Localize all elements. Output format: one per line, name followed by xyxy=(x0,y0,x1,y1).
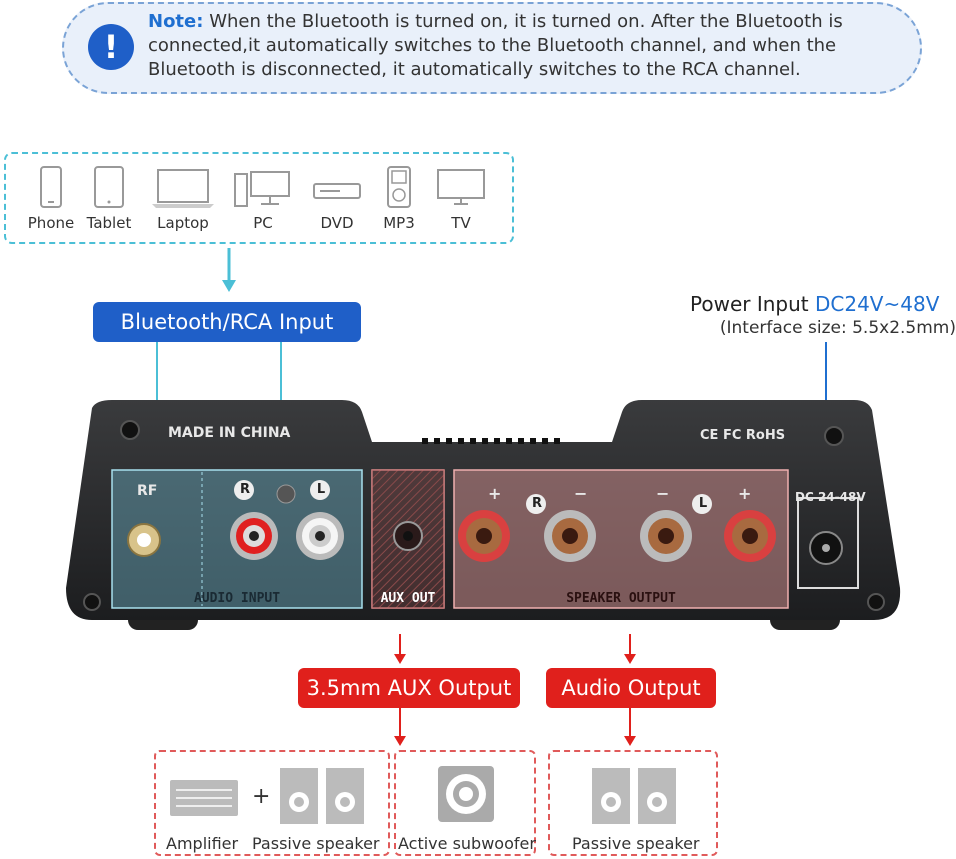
arrow-down-icon xyxy=(222,248,236,292)
dc-rating-label: DC 24-48V xyxy=(795,490,866,504)
device-pc: PC xyxy=(228,166,298,232)
speaker-r-label: R xyxy=(531,496,542,511)
amplifier-speakers-box: + Amplifier Passive speaker xyxy=(154,750,390,856)
amplifier-label: Amplifier xyxy=(166,834,239,853)
device-label: Laptop xyxy=(157,214,209,232)
minus-sign-r: − xyxy=(574,484,588,503)
device-label: PC xyxy=(253,214,273,232)
dvd-icon xyxy=(313,183,361,199)
power-title: Power Input xyxy=(690,292,809,316)
audio-output-label: Audio Output xyxy=(546,668,716,708)
power-interface: (Interface size: 5.5x2.5mm) xyxy=(719,318,956,338)
rca-l-label: L xyxy=(316,482,326,497)
input-label: Bluetooth/RCA Input xyxy=(93,302,361,342)
aux-output-label: 3.5mm AUX Output xyxy=(298,668,520,708)
device-phone: Phone xyxy=(16,166,86,232)
laptop-icon xyxy=(152,169,214,208)
aux-out-label: AUX OUT xyxy=(380,591,436,606)
certification-marks: CE FC RoHS xyxy=(700,428,786,443)
subwoofer-icon xyxy=(438,766,494,822)
device-label: TV xyxy=(451,214,471,232)
passive-speaker-label: Passive speaker xyxy=(252,834,380,853)
amplifier-icon xyxy=(170,780,238,816)
amplifier-rear-panel xyxy=(66,400,901,630)
active-subwoofer-label: Active subwoofer xyxy=(398,834,536,853)
note-box xyxy=(62,2,922,94)
rca-r-label: R xyxy=(239,482,250,497)
device-label: DVD xyxy=(320,214,354,232)
pc-icon xyxy=(234,171,290,207)
plus-sign: + xyxy=(252,784,271,809)
note-label: Note: xyxy=(148,11,204,32)
audio-input-label: AUDIO INPUT xyxy=(193,591,281,606)
tablet-icon xyxy=(94,166,124,208)
plus-sign-r: + xyxy=(488,484,502,503)
passive-speakers-box: Passive speaker xyxy=(548,750,718,856)
passive-speaker-icon xyxy=(592,768,676,824)
rf-label: RF xyxy=(137,483,158,499)
source-devices-box: Phone Tablet Laptop PC DVD MP3 TV xyxy=(4,152,514,244)
speaker-output-label: SPEAKER OUTPUT xyxy=(566,591,676,606)
subwoofer-box: Active subwoofer xyxy=(394,750,536,856)
tv-icon xyxy=(437,169,485,205)
device-laptop: Laptop xyxy=(148,166,218,232)
mp3-icon xyxy=(387,166,411,208)
speaker-l-label: L xyxy=(698,496,708,511)
made-in-china-label: MADE IN CHINA xyxy=(168,425,291,441)
device-label: MP3 xyxy=(383,214,415,232)
device-label: Phone xyxy=(27,214,75,232)
note-text: Note: When the Bluetooth is turned on, i… xyxy=(148,10,908,82)
device-mp3: MP3 xyxy=(364,166,434,232)
power-value: DC24V~48V xyxy=(814,292,940,316)
device-tablet: Tablet xyxy=(74,166,144,232)
plus-sign-l: + xyxy=(738,484,752,503)
note-body: When the Bluetooth is turned on, it is t… xyxy=(148,11,843,80)
power-input-title: Power Input DC24V~48V xyxy=(690,292,956,316)
device-label: Tablet xyxy=(86,214,132,232)
exclamation-icon: ! xyxy=(88,24,134,70)
device-tv: TV xyxy=(426,166,496,232)
device-dvd: DVD xyxy=(302,166,372,232)
minus-sign-l: − xyxy=(656,484,670,503)
passive-speaker-icon xyxy=(280,768,364,824)
phone-icon xyxy=(40,166,62,208)
passive-speaker-label: Passive speaker xyxy=(572,834,700,853)
